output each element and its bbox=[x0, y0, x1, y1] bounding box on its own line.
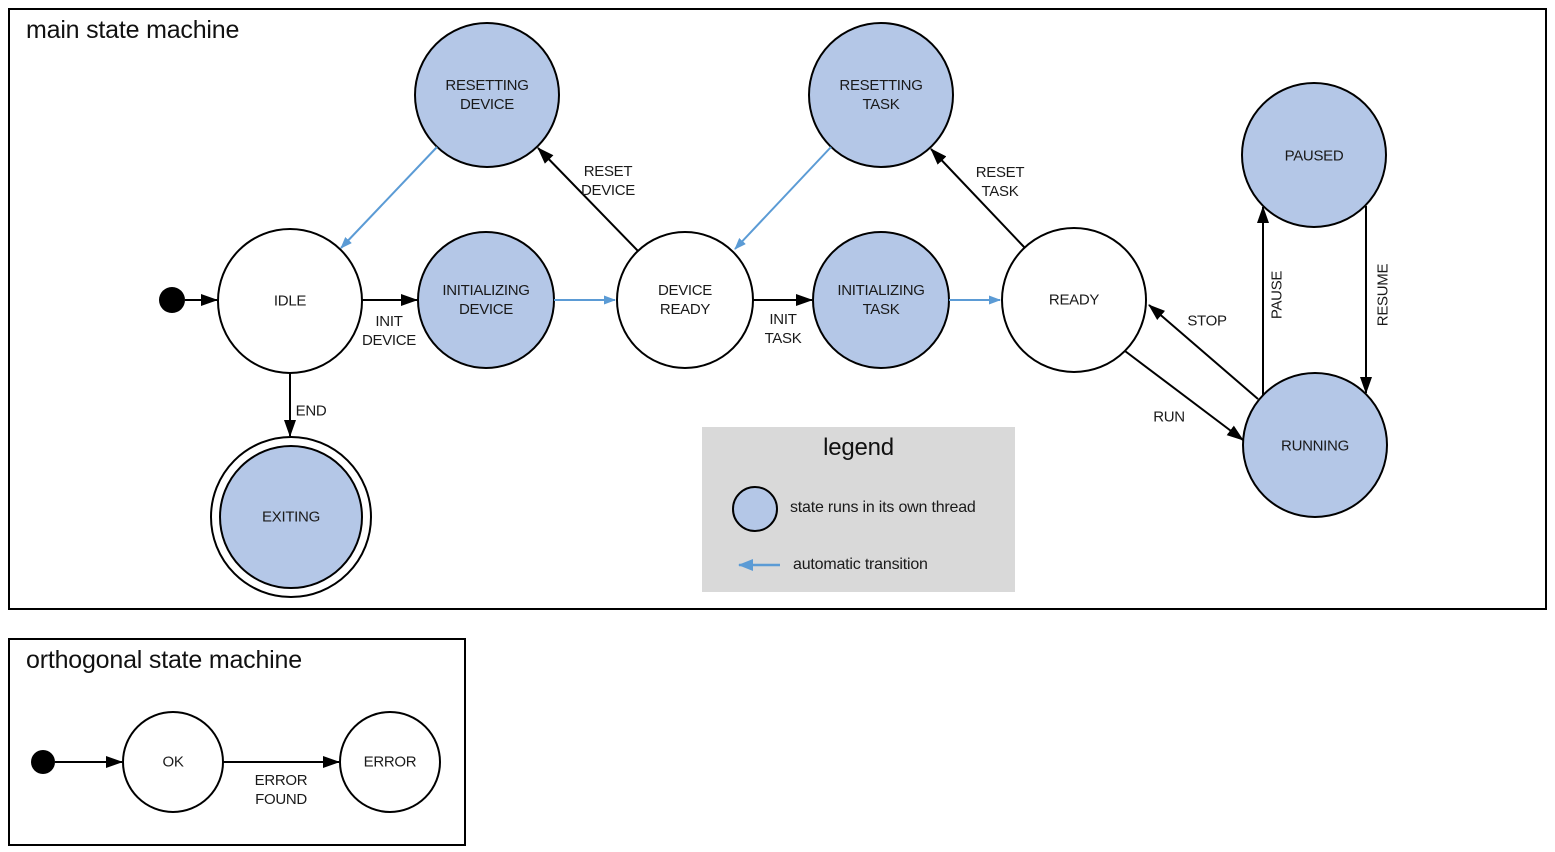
transition-label-pause: PAUSE bbox=[1268, 271, 1287, 319]
transition-stop bbox=[1148, 304, 1259, 400]
initial-state-dot-orthogonal bbox=[31, 750, 55, 774]
state-label-resetting-task: RESETTING TASK bbox=[839, 76, 922, 114]
state-label-exiting: EXITING bbox=[262, 508, 320, 527]
transition-label-line: INIT bbox=[769, 311, 797, 328]
transition-label-error-found: ERROR FOUND bbox=[255, 771, 308, 809]
state-label-line: EXITING bbox=[262, 508, 320, 526]
auto-transition-resetting-task-to-device-ready bbox=[734, 146, 832, 250]
state-label-line: RUNNING bbox=[1281, 437, 1349, 455]
orthogonal-state-machine-panel: orthogonal state machine bbox=[8, 638, 466, 846]
state-label-line: OK bbox=[162, 753, 184, 771]
transition-label-init-device: INIT DEVICE bbox=[362, 312, 416, 350]
state-label-ok: OK bbox=[162, 753, 183, 772]
state-label-line: INITIALIZING bbox=[837, 282, 925, 299]
transition-label-reset-task: RESET TASK bbox=[976, 163, 1025, 201]
transition-label-line: END bbox=[295, 402, 327, 420]
transition-label-end: END bbox=[296, 402, 327, 421]
transition-label-reset-device: RESET DEVICE bbox=[581, 162, 635, 200]
transition-label-line: RESUME bbox=[1374, 263, 1392, 327]
state-label-line: DEVICE bbox=[458, 301, 514, 318]
main-state-machine-title: main state machine bbox=[26, 16, 240, 44]
initial-state-dot-main bbox=[159, 287, 185, 313]
transition-label-resume: RESUME bbox=[1374, 264, 1393, 326]
state-label-line: TASK bbox=[862, 96, 900, 113]
state-label-line: RESETTING bbox=[839, 77, 923, 94]
orthogonal-state-machine-title: orthogonal state machine bbox=[26, 646, 302, 674]
state-label-line: READY bbox=[1048, 291, 1100, 309]
state-circle-running bbox=[1242, 372, 1388, 518]
state-label-paused: PAUSED bbox=[1285, 147, 1344, 166]
transition-reset-device bbox=[537, 147, 639, 252]
legend-title: legend bbox=[823, 434, 894, 461]
state-label-initializing-device: INITIALIZING DEVICE bbox=[442, 281, 530, 319]
state-circle-ready bbox=[1001, 227, 1147, 373]
state-label-line: READY bbox=[659, 301, 711, 318]
transition-label-line: RUN bbox=[1153, 408, 1185, 426]
transition-label-line: FOUND bbox=[255, 791, 307, 808]
state-label-line: TASK bbox=[862, 301, 900, 318]
state-label-line: PAUSED bbox=[1284, 147, 1344, 165]
state-label-ready: READY bbox=[1049, 291, 1099, 310]
state-circle-error bbox=[339, 711, 441, 813]
transition-label-line: ERROR bbox=[254, 772, 308, 789]
state-circle-paused bbox=[1241, 82, 1387, 228]
state-circle-exiting bbox=[219, 445, 363, 589]
state-label-error: ERROR bbox=[364, 753, 417, 772]
transition-label-line: STOP bbox=[1187, 312, 1227, 330]
legend: legend state runs in its own thread auto… bbox=[702, 427, 1015, 592]
state-label-line: RESETTING bbox=[445, 77, 529, 94]
transition-label-init-task: INIT TASK bbox=[765, 310, 802, 348]
state-label-line: ERROR bbox=[363, 753, 417, 771]
transition-label-line: PAUSE bbox=[1268, 270, 1286, 320]
transition-label-line: INIT bbox=[375, 313, 403, 330]
transition-label-line: DEVICE bbox=[580, 182, 636, 199]
auto-transition-resetting-device-to-idle bbox=[340, 146, 438, 249]
state-label-resetting-device: RESETTING DEVICE bbox=[445, 76, 528, 114]
state-label-initializing-task: INITIALIZING TASK bbox=[837, 281, 925, 319]
auto-transition-arrow-icon bbox=[738, 559, 780, 571]
main-state-machine-panel: main state machine bbox=[8, 8, 1547, 610]
state-label-idle: IDLE bbox=[274, 292, 306, 311]
transition-label-line: RESET bbox=[975, 164, 1025, 181]
transition-label-line: RESET bbox=[583, 163, 633, 180]
transition-label-run: RUN bbox=[1153, 408, 1185, 427]
state-circle-resetting-device bbox=[414, 22, 560, 168]
transition-reset-task bbox=[930, 148, 1026, 249]
state-circle-resetting-task bbox=[808, 22, 954, 168]
state-label-line: DEVICE bbox=[459, 96, 515, 113]
transition-label-line: TASK bbox=[981, 183, 1019, 200]
state-label-device-ready: DEVICE READY bbox=[658, 281, 712, 319]
state-label-running: RUNNING bbox=[1281, 437, 1349, 456]
transition-run bbox=[1124, 350, 1244, 441]
transition-label-stop: STOP bbox=[1187, 312, 1227, 331]
transition-label-line: TASK bbox=[764, 330, 802, 347]
legend-item-auto-transition-label: automatic transition bbox=[793, 556, 928, 573]
state-label-line: IDLE bbox=[273, 292, 307, 310]
state-label-line: INITIALIZING bbox=[442, 282, 530, 299]
transition-label-line: DEVICE bbox=[361, 332, 417, 349]
legend-item-threaded-label: state runs in its own thread bbox=[790, 499, 976, 516]
threaded-state-swatch-icon bbox=[732, 486, 778, 532]
state-label-line: DEVICE bbox=[657, 282, 713, 299]
